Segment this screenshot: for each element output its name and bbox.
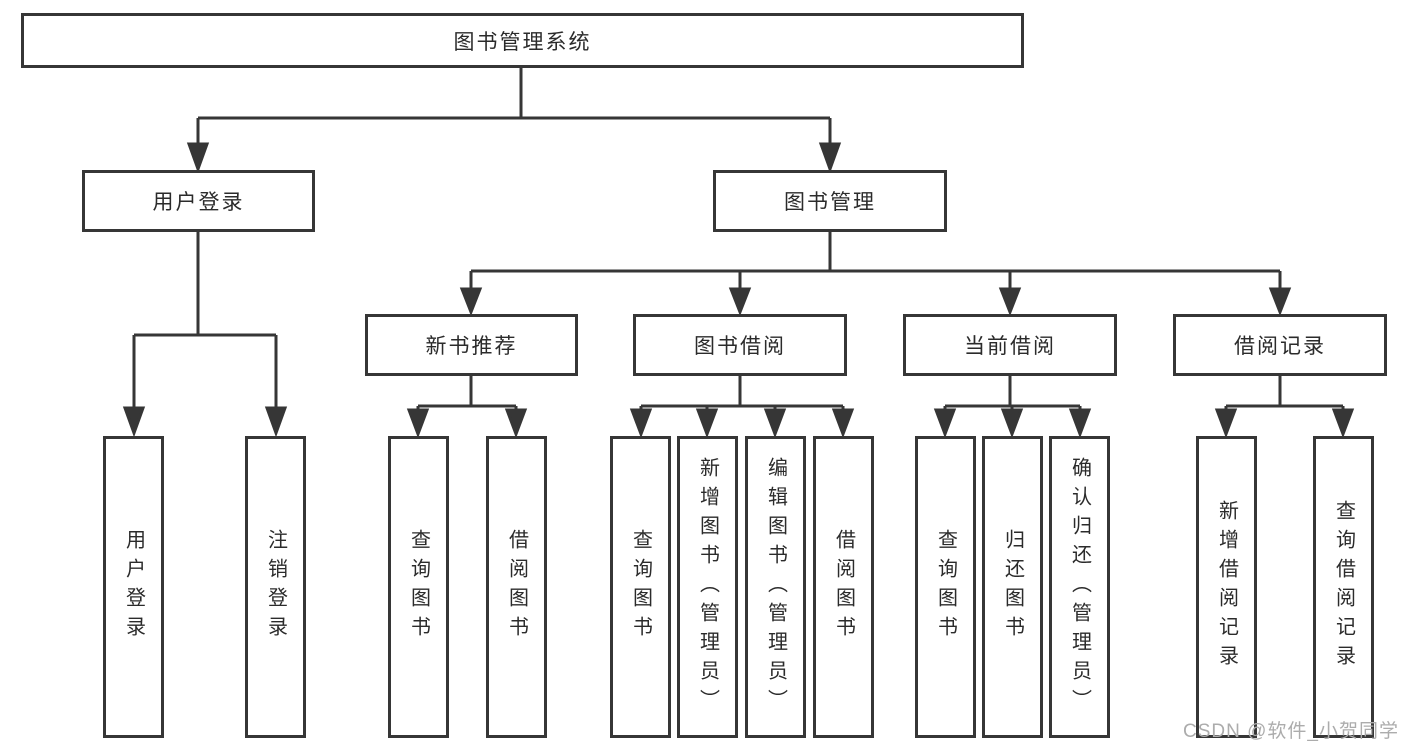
leaf-add-book-admin: 新增图书（管理员）	[677, 436, 738, 738]
arrowhead-down	[1214, 408, 1238, 439]
arrowhead-down	[728, 287, 752, 317]
leaf-logout: 注销登录	[245, 436, 306, 738]
connector-new-book-recommend-to-leaves	[406, 376, 528, 439]
leaf-borrow-books-recommend: 借阅图书	[486, 436, 547, 738]
leaf-query-books-borrowing: 查询图书	[610, 436, 671, 738]
connector-book-management-to-level3	[459, 232, 1292, 317]
arrowhead-down	[629, 408, 653, 439]
arrowhead-down	[1068, 408, 1092, 439]
leaf-confirm-return-admin: 确认归还（管理员）	[1049, 436, 1110, 738]
node-user-login: 用户登录	[82, 170, 315, 232]
connector-user-login-to-leaves	[122, 232, 288, 438]
arrowhead-down	[122, 406, 146, 438]
leaf-query-borrow-record: 查询借阅记录	[1313, 436, 1374, 738]
arrowhead-down	[695, 408, 719, 439]
arrowhead-down	[186, 142, 210, 174]
leaf-edit-book-admin: 编辑图书（管理员）	[745, 436, 806, 738]
arrowhead-down	[933, 408, 957, 439]
csdn-watermark: CSDN @软件_小贺同学	[1183, 721, 1399, 742]
leaf-borrow-books-borrowing: 借阅图书	[813, 436, 874, 738]
arrowhead-down	[818, 142, 842, 174]
connector-current-borrowing-to-leaves	[933, 376, 1092, 439]
arrowhead-down	[459, 287, 483, 317]
arrowhead-down	[1000, 408, 1024, 439]
arrowhead-down	[998, 287, 1022, 317]
leaf-add-borrow-record: 新增借阅记录	[1196, 436, 1257, 738]
node-book-management: 图书管理	[713, 170, 947, 232]
connector-book-borrowing-to-leaves	[629, 376, 855, 439]
arrowhead-down	[264, 406, 288, 438]
arrowhead-down	[1268, 287, 1292, 317]
connector-root-to-level2	[186, 68, 842, 174]
node-book-borrowing: 图书借阅	[633, 314, 847, 376]
leaf-query-books-recommend: 查询图书	[388, 436, 449, 738]
arrowhead-down	[1331, 408, 1355, 439]
arrowhead-down	[831, 408, 855, 439]
leaf-return-books: 归还图书	[982, 436, 1043, 738]
node-current-borrowing: 当前借阅	[903, 314, 1117, 376]
leaf-user-login: 用户登录	[103, 436, 164, 738]
arrowhead-down	[504, 408, 528, 439]
arrowhead-down	[406, 408, 430, 439]
arrowhead-down	[763, 408, 787, 439]
node-book-management-system: 图书管理系统	[21, 13, 1024, 68]
connector-borrowing-records-to-leaves	[1214, 376, 1355, 439]
node-borrowing-records: 借阅记录	[1173, 314, 1387, 376]
leaf-query-books-current: 查询图书	[915, 436, 976, 738]
node-new-book-recommend: 新书推荐	[365, 314, 578, 376]
